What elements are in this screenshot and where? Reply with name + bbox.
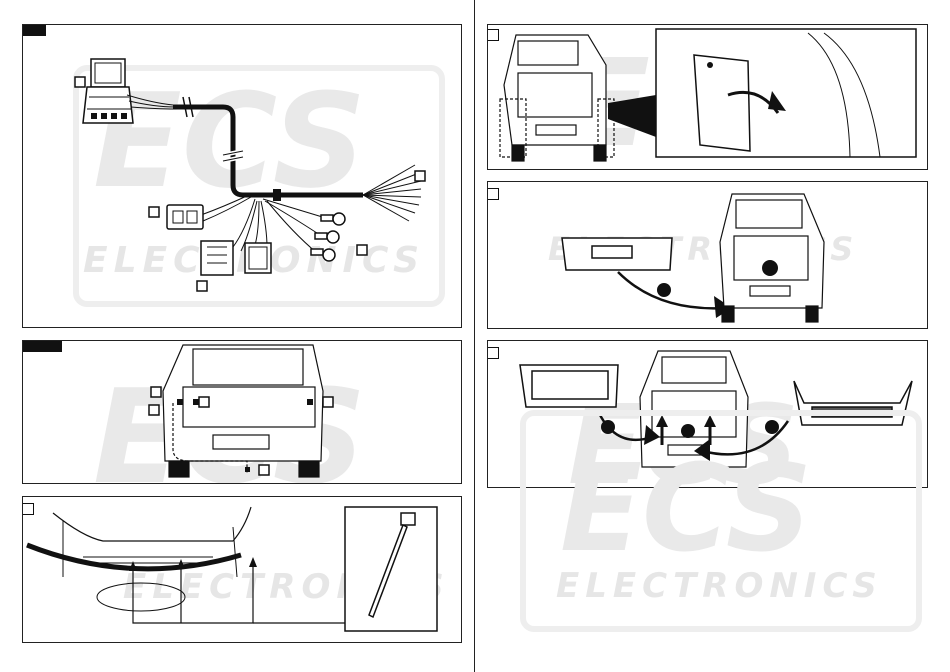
trim-panel-icon [520,365,618,407]
bumper-icon [562,238,672,270]
panel-cable-tie-fixing: ELECTRONICS [22,496,462,643]
route-drawing [23,341,461,483]
ring-terminal-icon [311,213,345,261]
panel-bumper-removal-prep: ECS [487,24,928,170]
harness-drawing [23,25,461,327]
panel-trim-panel-removal: ECS [487,340,928,488]
step-tag [487,188,499,200]
wire-fan-end [363,165,421,221]
car-rear-icon [640,351,748,467]
step-tag [487,29,499,41]
watermark-brand-text: ELECTRONICS [556,566,883,606]
trim-drawing [488,341,927,487]
bumper-drawing [488,182,927,328]
step-tag [22,503,34,515]
car-rear-drawing [488,25,927,169]
panel-harness-kit: ECS ELECTRONICS [22,24,462,328]
cable-tie-drawing [23,497,461,642]
harness-connector-icon [83,59,133,123]
step-tag [22,24,46,36]
panel-wiring-route: ECS [22,340,462,484]
car-rear-icon [720,194,824,322]
car-rear-icon [163,345,323,477]
step-tag [22,340,62,352]
center-fold-line [474,0,475,672]
harness-connector-icon [167,205,203,229]
car-rear-icon [500,35,614,161]
step-tag [487,347,499,359]
bumper-icon [794,381,912,425]
harness-connector-icon [201,241,271,275]
panel-bumper-removal: ELECTRONICS [487,181,928,329]
